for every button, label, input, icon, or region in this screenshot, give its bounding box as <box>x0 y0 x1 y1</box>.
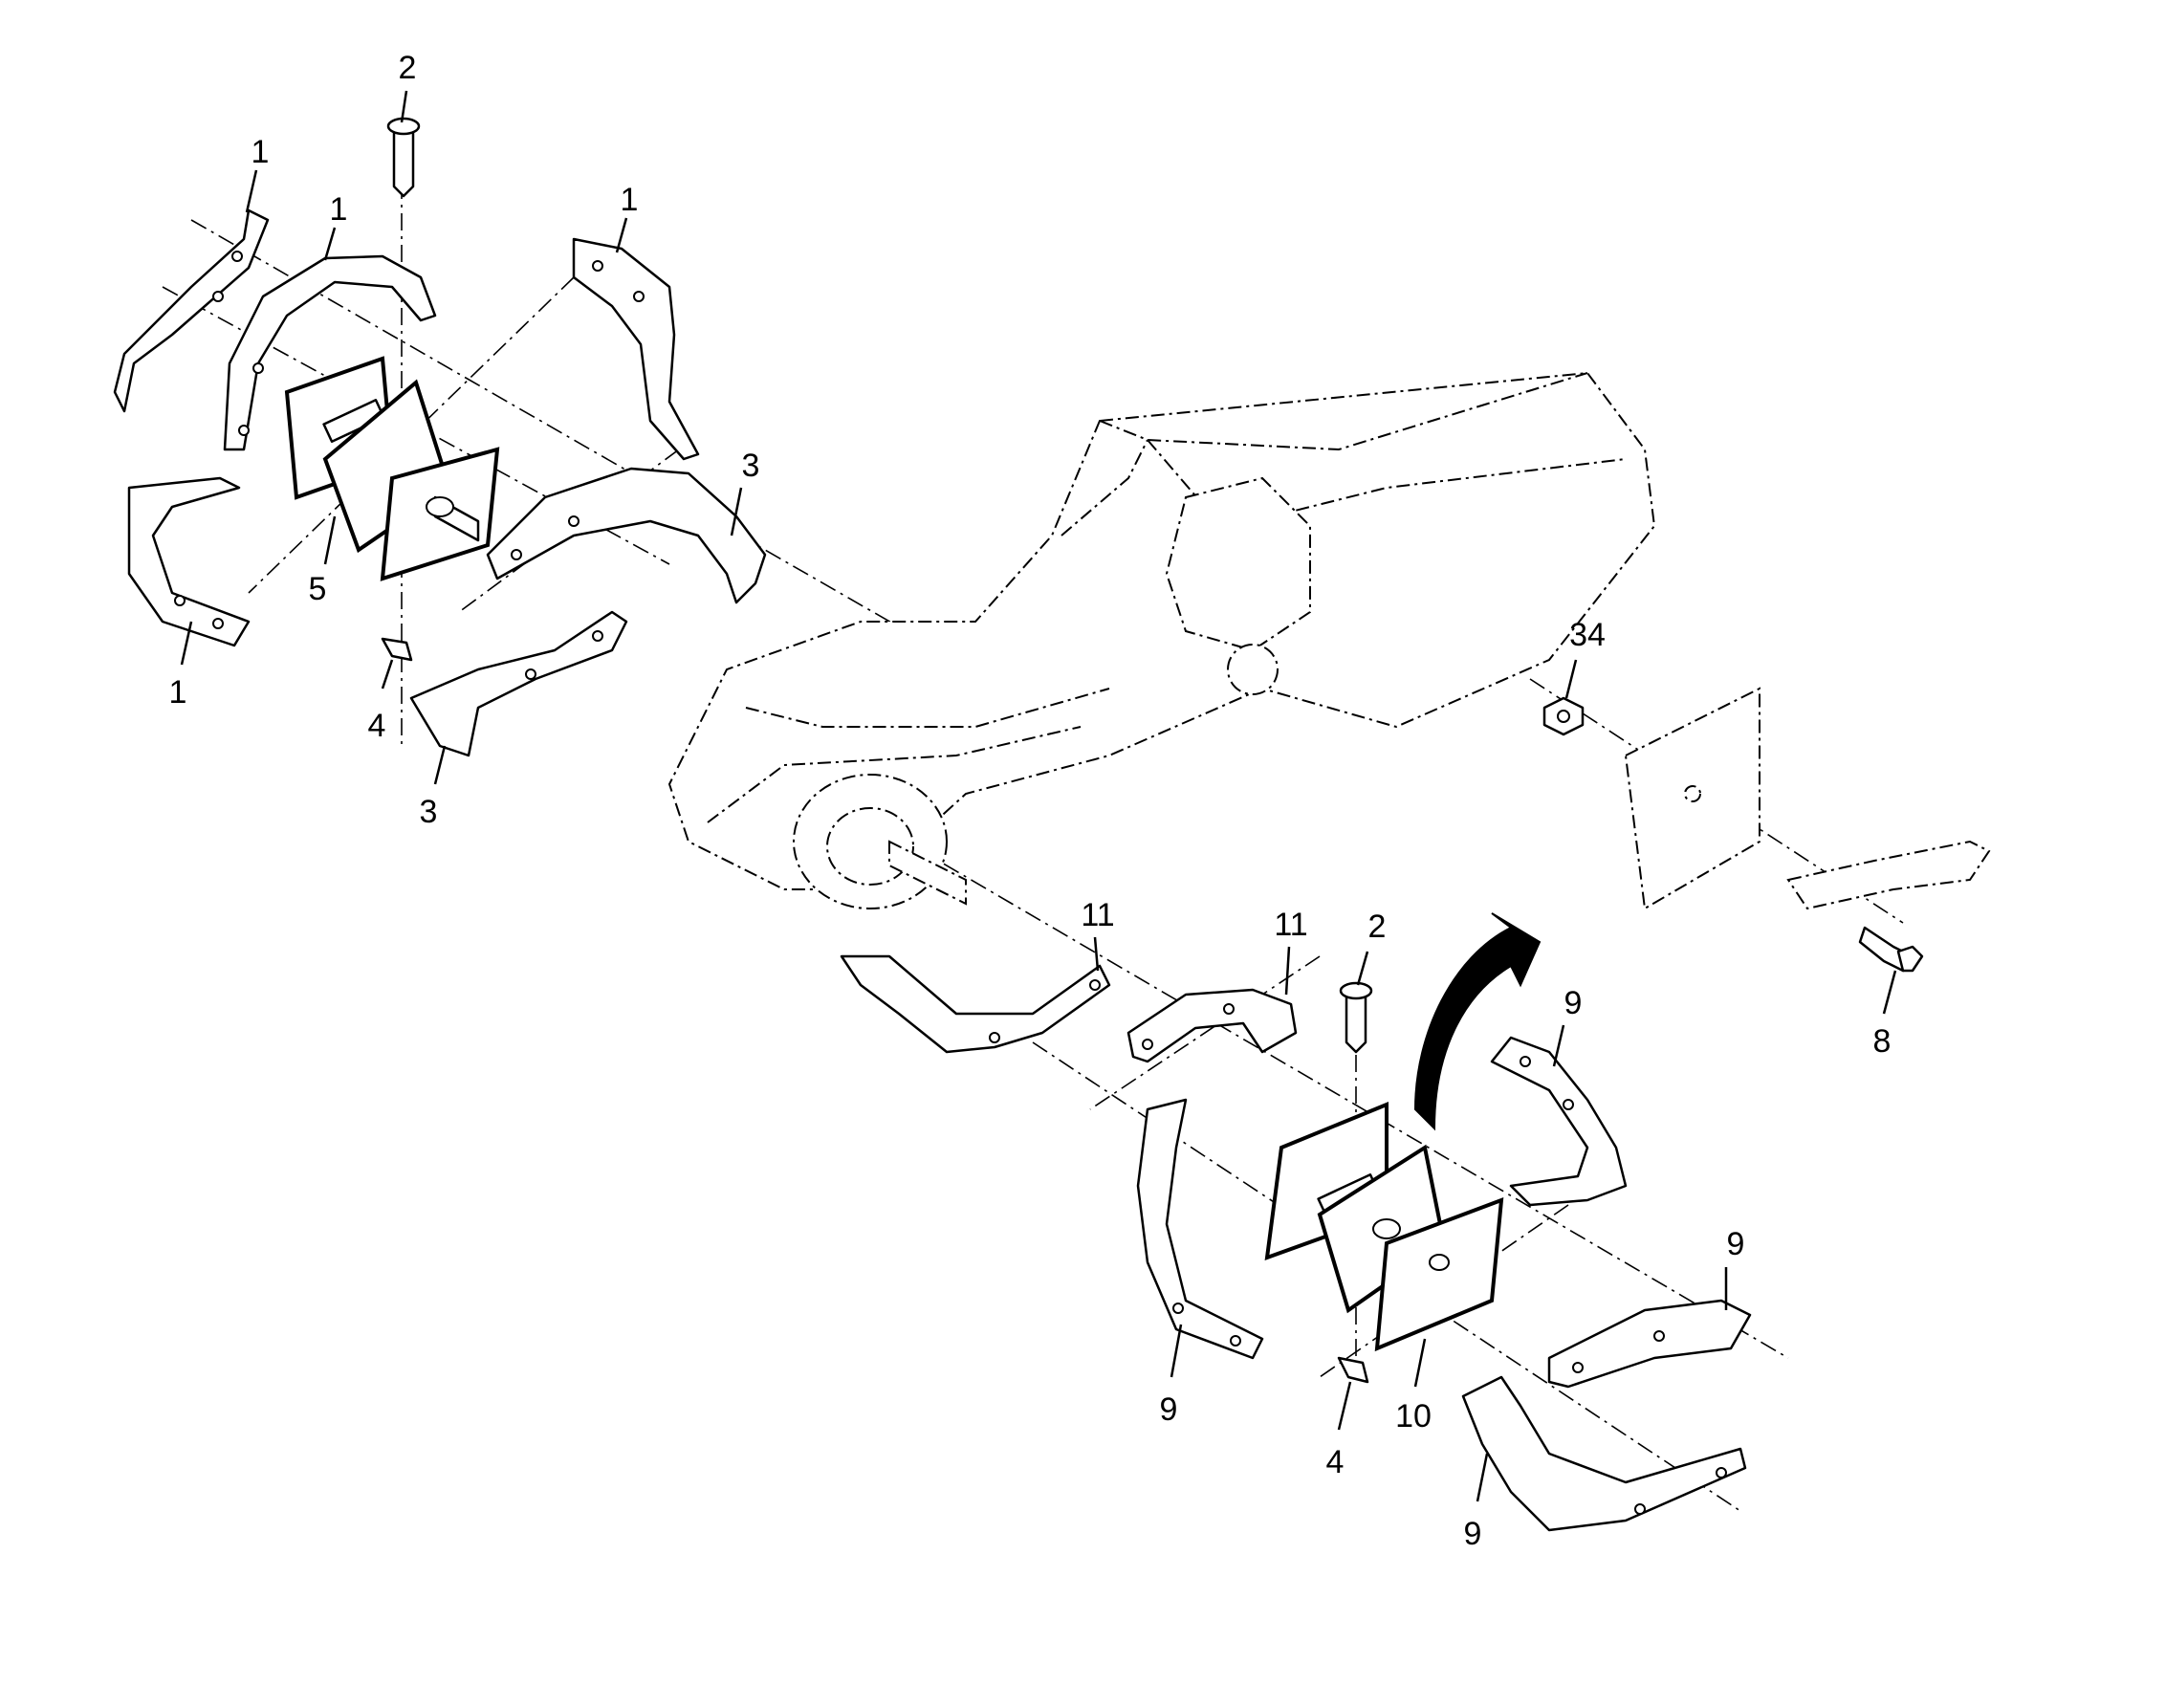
callout-2: 2 <box>399 50 417 86</box>
far-tine-ghost <box>1786 840 1991 910</box>
lower-tine-axis <box>888 831 1789 1359</box>
output-shaft-ghost <box>888 840 967 906</box>
bolt-hole <box>231 251 243 262</box>
tine-part-11-right <box>1126 988 1298 1063</box>
lower-tine-assembly <box>840 912 1752 1532</box>
callout-9: 9 <box>1160 1391 1178 1428</box>
callout-1: 1 <box>621 182 639 218</box>
housing-front-edge <box>1061 439 1148 536</box>
tine-part-1-upper-left <box>113 208 270 413</box>
bolt-hole <box>238 425 250 436</box>
clevis-pin-head <box>1339 981 1373 1000</box>
bolt-hole <box>1172 1303 1184 1314</box>
lower-diag-axis <box>1089 955 1321 1110</box>
bolt-hole <box>1089 979 1101 991</box>
housing-rib <box>745 688 1110 728</box>
housing-top-edge <box>1099 372 1588 451</box>
housing-boss <box>1165 476 1311 652</box>
bolt-hole <box>212 291 224 302</box>
bolt-hole <box>1634 1503 1646 1515</box>
callout-8: 8 <box>1873 1023 1892 1060</box>
callout-11: 11 <box>1274 907 1307 943</box>
shaft-bore-lower <box>1372 1218 1401 1239</box>
callout-10: 10 <box>1395 1398 1432 1434</box>
tine-part-11-left <box>840 954 1111 1054</box>
side-plate-hole <box>1684 785 1701 802</box>
transmission-housing-ghost <box>667 371 1991 910</box>
callout-1: 1 <box>169 674 187 711</box>
upper-tine-axis <box>190 219 957 661</box>
upper-tine-assembly <box>113 117 767 757</box>
bolt-hole <box>511 549 522 560</box>
tine-part-9-right-short <box>1547 1299 1752 1389</box>
hairpin-clip-4-lower <box>1337 1356 1369 1384</box>
callout-1: 1 <box>251 134 270 170</box>
bolt-hole <box>568 515 580 527</box>
rotation-direction-arrow-icon <box>1413 912 1542 1131</box>
bolt-hole <box>1223 1003 1235 1015</box>
bolt-hole <box>212 618 224 629</box>
bolt-hole <box>989 1032 1000 1043</box>
bolt-hole <box>1572 1362 1584 1373</box>
callout-5: 5 <box>309 571 327 607</box>
hub-plate-front-lower <box>1374 1197 1504 1352</box>
tine-part-1-curved <box>223 254 437 451</box>
callout-4: 4 <box>1326 1444 1345 1480</box>
callout-9: 9 <box>1464 1516 1482 1552</box>
hairpin-clip-4-upper <box>381 637 413 662</box>
bolt-hole <box>174 595 186 606</box>
callout-4: 4 <box>368 708 386 744</box>
hardware-right <box>1542 696 1924 973</box>
bolt-hole <box>252 362 264 374</box>
tine-part-9-upper-right <box>1490 1036 1628 1207</box>
shaft-bore <box>426 496 454 517</box>
tine-part-1-upper-right <box>572 237 700 461</box>
bolt-hole <box>1563 1099 1574 1110</box>
hub-hole-lower <box>1429 1254 1450 1271</box>
bolt-hole <box>1142 1039 1153 1050</box>
tine-part-3-lower <box>409 610 628 757</box>
leader-lines <box>180 90 1897 1502</box>
bolt-hole <box>1520 1056 1531 1067</box>
bolt-hole <box>1230 1335 1241 1347</box>
clevis-pin-head <box>386 117 421 136</box>
callout-11: 11 <box>1081 897 1114 933</box>
bolt-hole <box>633 291 645 302</box>
tine-part-1-lower-left <box>127 476 251 647</box>
callout-2: 2 <box>1368 909 1387 945</box>
tine-part-9-left <box>1136 1098 1264 1360</box>
bolt-hole <box>1653 1330 1665 1342</box>
tine-part-3-right <box>486 467 767 604</box>
callout-9: 9 <box>1727 1226 1745 1262</box>
housing-rib-2 <box>707 726 1082 823</box>
callout-34: 34 <box>1569 617 1606 653</box>
callout-labels: 1 1 1 1 2 3 3 4 5 34 8 11 11 2 9 9 9 9 1… <box>169 50 1892 1552</box>
housing-bearing <box>1227 644 1279 695</box>
tine-part-9-bottom <box>1461 1375 1747 1532</box>
bolt-hole <box>1716 1467 1727 1478</box>
callout-9: 9 <box>1564 985 1583 1021</box>
bolt-hole <box>592 630 603 642</box>
callout-1: 1 <box>330 191 348 228</box>
callout-3: 3 <box>742 448 760 484</box>
bolt-hole <box>592 260 603 272</box>
callout-3: 3 <box>420 794 438 830</box>
nut-bore <box>1557 710 1570 723</box>
hex-bolt-head <box>1896 945 1924 973</box>
bolt-hole <box>525 668 536 680</box>
